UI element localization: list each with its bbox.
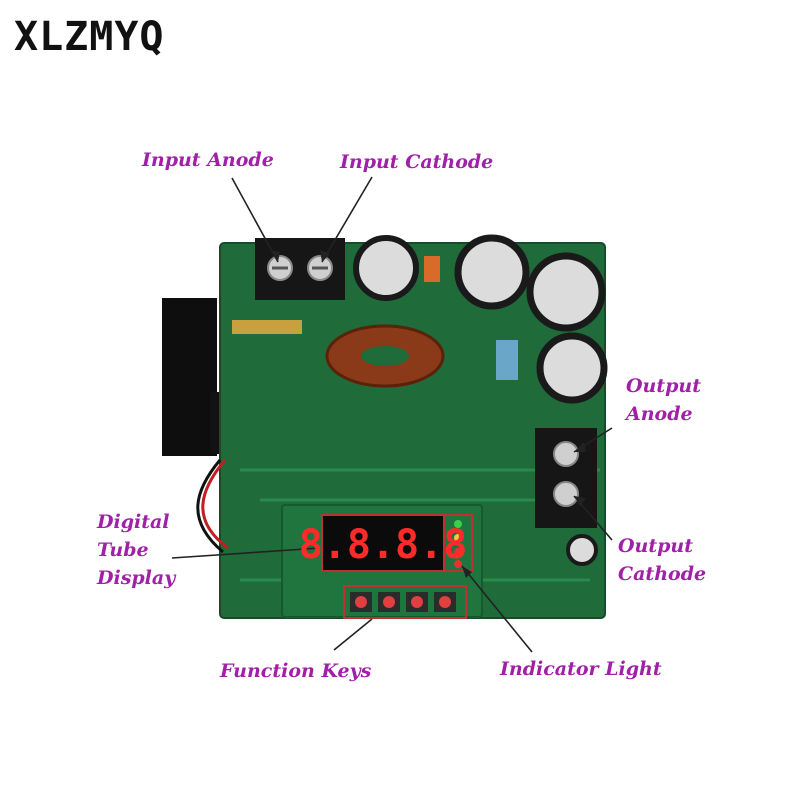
function-key-4 — [439, 596, 451, 608]
cooling-fan — [162, 298, 217, 456]
indicator-led-red-1 — [454, 548, 462, 556]
label-indicator-light: Indicator Light — [500, 658, 662, 680]
label-digital-tube-line2: Tube — [97, 539, 149, 561]
label-output-cathode: Output Cathode — [618, 532, 706, 588]
output-anode-screw — [553, 441, 579, 467]
resistor — [496, 340, 518, 380]
capacitor — [454, 234, 530, 310]
indicator-led-red-2 — [454, 560, 462, 568]
indicator-led-green — [454, 520, 462, 528]
capacitor — [353, 235, 419, 301]
label-input-cathode: Input Cathode — [340, 151, 494, 173]
label-digital-tube-line3: Display — [97, 567, 176, 589]
capacitor — [536, 332, 608, 404]
indicator-led-yellow — [454, 534, 462, 542]
capacitor — [526, 252, 606, 332]
output-cathode-screw — [553, 481, 579, 507]
function-key-3 — [411, 596, 423, 608]
brand-logo: XLZMYQ — [14, 14, 165, 60]
display-digits: 8.8.8.8 — [299, 522, 468, 568]
label-digital-tube-line1: Digital — [97, 511, 170, 533]
label-output-cathode-line2: Cathode — [618, 563, 707, 585]
label-output-cathode-line1: Output — [618, 535, 694, 557]
capacitor — [566, 534, 598, 566]
label-output-anode-line2: Anode — [626, 403, 693, 425]
label-digital-tube-display: Digital Tube Display — [97, 508, 175, 592]
label-output-anode: Output Anode — [626, 372, 701, 428]
function-key-1 — [355, 596, 367, 608]
label-input-anode: Input Anode — [142, 149, 274, 171]
capacitor-small — [424, 256, 440, 282]
fuse — [232, 320, 302, 334]
label-output-anode-line1: Output — [626, 375, 702, 397]
digital-tube-display — [321, 514, 445, 572]
label-function-keys: Function Keys — [220, 660, 372, 682]
function-key-2 — [383, 596, 395, 608]
